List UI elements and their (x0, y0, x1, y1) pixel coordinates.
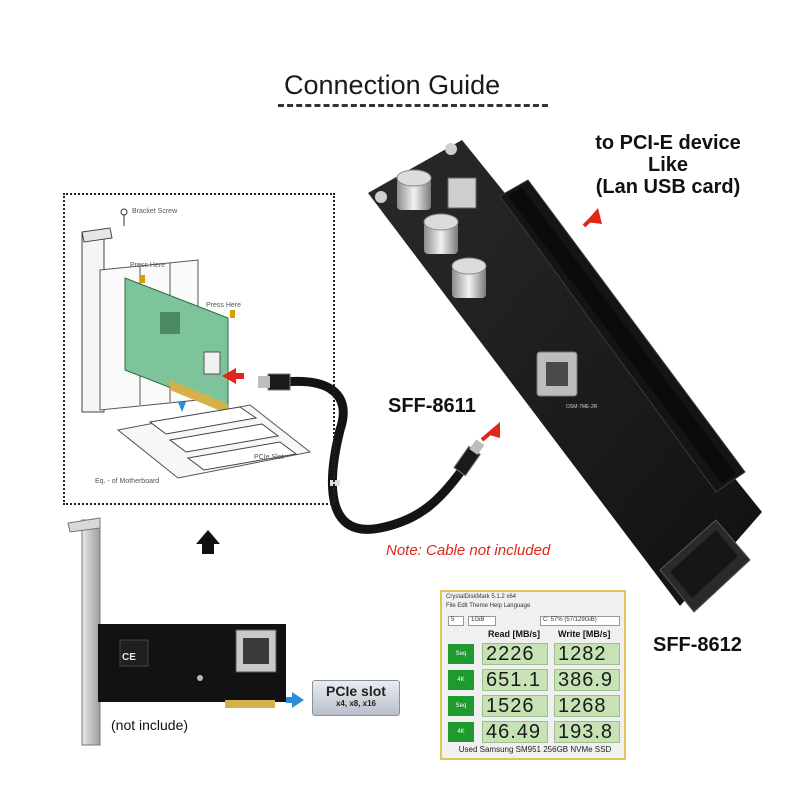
row-button-4k[interactable]: 4K (448, 722, 474, 742)
read-value: 1526 (486, 695, 535, 717)
diagram-red-arrow (222, 368, 236, 384)
row-button-4k-q32[interactable]: 4K Q32T1 (448, 670, 474, 703)
not-include-label: (not include) (108, 716, 192, 734)
benchmark-window: CrystalDiskMark 5.1.2 x64 File Edit Them… (440, 590, 626, 760)
write-cell (554, 669, 620, 691)
read-cell (482, 721, 548, 743)
arrow-to-pci-device (582, 208, 602, 228)
row-button-seq[interactable]: Seq (448, 696, 474, 716)
cable-note: Note: Cable not included (386, 542, 551, 559)
blue-arrow-icon (286, 692, 304, 708)
benchmark-menu: File Edit Theme Help Language (446, 603, 531, 609)
pci-device-line2: Like (647, 154, 689, 176)
read-cell (482, 669, 548, 691)
up-arrow-icon (196, 530, 220, 554)
pcie-slot-badge: PCIe slot x4, x8, x16 (312, 680, 400, 716)
row-button-seq-q32[interactable]: Seq Q32T1 (448, 644, 474, 677)
write-cell (554, 643, 620, 665)
write-cell (554, 695, 620, 717)
title-underline (278, 104, 548, 107)
size-select[interactable]: 1GiB (468, 616, 496, 626)
capacitor-icon (396, 169, 432, 210)
sff8611-port (536, 351, 578, 397)
pci-device-line3: (Lan USB card) (595, 176, 741, 198)
benchmark-title: CrystalDiskMark 5.1.2 x64 (446, 594, 517, 600)
sata-power-connector (659, 519, 751, 613)
write-cell (554, 721, 620, 743)
read-value: 2226 (486, 643, 535, 665)
pci-device-caption: to PCI-E device Like (Lan USB card) (578, 132, 758, 198)
write-value: 1282 (558, 643, 607, 665)
svg-text:CE: CE (122, 652, 136, 663)
pcie-slot-label: PCIe Slot (254, 454, 284, 461)
bracket-screw-label: Bracket Screw (132, 208, 178, 215)
write-value: 1268 (558, 695, 607, 717)
pcie-x16-slot (499, 179, 746, 493)
press-here-label-2: Press Here (206, 302, 242, 309)
runs-select[interactable]: 5 (448, 616, 464, 626)
page-title: Connection Guide (284, 70, 501, 100)
write-value: 386.9 (558, 669, 614, 691)
write-header: Write [MB/s] (558, 629, 611, 639)
sff8611-label: SFF-8611 (388, 395, 476, 417)
press-here-label-1: Press Here (130, 262, 166, 269)
read-cell (482, 643, 548, 665)
write-value: 193.8 (558, 721, 614, 743)
m2-adapter-card: CE (67, 517, 286, 746)
pcie-badge-title: PCIe slot (326, 683, 386, 699)
read-value: 651.1 (486, 669, 542, 691)
install-diagram (81, 208, 312, 479)
drive-select[interactable]: C: 57% (57/129GiB) (540, 616, 620, 626)
sff8612-label: SFF-8612 (653, 634, 742, 656)
pcie-badge-sub: x4, x8, x16 (335, 699, 377, 708)
riser-board: OSM-7ME-2R (368, 140, 762, 613)
capacitor-icon (451, 257, 487, 298)
diagram-frame (63, 193, 335, 505)
svg-text:OSM-7ME-2R: OSM-7ME-2R (566, 404, 598, 410)
motherboard-label: Eq. - of Motherboard (95, 478, 160, 485)
benchmark-footer: Used Samsung SM951 256GB NVMe SSD (458, 745, 612, 754)
capacitor-icon (423, 213, 459, 254)
arrow-sff8611 (480, 422, 500, 442)
read-value: 46.49 (486, 721, 542, 743)
read-header: Read [MB/s] (488, 629, 541, 639)
read-cell (482, 695, 548, 717)
pci-device-line1: to PCI-E device (595, 132, 741, 154)
nvme-adapter-card (124, 277, 229, 414)
